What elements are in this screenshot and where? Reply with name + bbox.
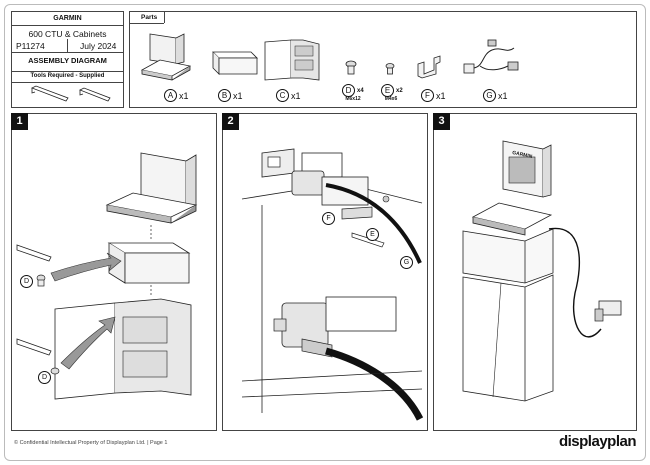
part-b-label: B x1 xyxy=(218,89,243,102)
part-d-screw-icon xyxy=(345,60,357,75)
part-e-letter: E xyxy=(381,84,394,97)
product-name: 600 CTU & Cabinets xyxy=(28,29,107,39)
step-3-number: 3 xyxy=(433,113,450,130)
part-e-spec: M4x6 xyxy=(384,96,398,102)
step-2-callout-g: G xyxy=(400,256,413,269)
step-2-number: 2 xyxy=(222,113,239,130)
step-2-cable-illustration xyxy=(241,148,424,421)
part-g-label: G x1 xyxy=(483,89,508,102)
part-f-qty: x1 xyxy=(436,90,446,101)
displayplan-logo: displayplan xyxy=(558,433,637,450)
part-b-base-illustration xyxy=(212,51,258,75)
part-f-bracket-icon xyxy=(417,55,441,79)
part-c-letter: C xyxy=(276,89,289,102)
part-c-qty: x1 xyxy=(291,90,301,101)
document-type: ASSEMBLY DIAGRAM xyxy=(28,56,107,65)
page-border xyxy=(4,4,646,461)
part-b-letter: B xyxy=(218,89,231,102)
tools-box xyxy=(11,71,124,108)
part-a-ctu-illustration xyxy=(140,33,192,81)
parts-heading: Parts xyxy=(141,14,158,21)
part-a-letter: A xyxy=(164,89,177,102)
part-g-power-cable-icon xyxy=(463,39,519,74)
part-number: P11274 xyxy=(16,41,45,51)
part-a-qty: x1 xyxy=(179,90,189,101)
part-d-letter: D xyxy=(342,84,355,97)
part-b-qty: x1 xyxy=(233,90,243,101)
allen-key-icon xyxy=(31,85,69,102)
part-f-letter: F xyxy=(421,89,434,102)
step-1-callout-d: D xyxy=(20,275,33,288)
part-d-qty: x4 xyxy=(357,87,364,94)
part-c-label: C x1 xyxy=(276,89,301,102)
part-c-cabinet-illustration xyxy=(264,39,320,81)
part-e-qty: x2 xyxy=(396,87,403,94)
footer-copyright: © Confidential Intellectual Property of … xyxy=(14,440,168,446)
part-d-label: D x4 xyxy=(342,84,364,97)
part-e-label: E x2 xyxy=(381,84,403,97)
part-e-screw-icon xyxy=(385,63,395,75)
step-2-callout-f: F xyxy=(322,212,335,225)
step-1-assembly-illustration xyxy=(16,152,198,400)
step-2-callout-e: E xyxy=(366,228,379,241)
step-3-kiosk-illustration xyxy=(462,140,622,402)
part-f-label: F x1 xyxy=(421,89,446,102)
part-a-label: A x1 xyxy=(164,89,189,102)
allen-key-icon xyxy=(79,87,111,102)
part-g-qty: x1 xyxy=(498,90,508,101)
brand-label: GARMIN xyxy=(53,15,82,22)
part-d-spec: M6x12 xyxy=(345,96,361,102)
step-1-number: 1 xyxy=(11,113,28,130)
step-1-callout-d: D xyxy=(38,371,51,384)
tools-heading: Tools Required - Supplied xyxy=(30,73,105,79)
part-g-letter: G xyxy=(483,89,496,102)
document-date: July 2024 xyxy=(80,41,117,51)
